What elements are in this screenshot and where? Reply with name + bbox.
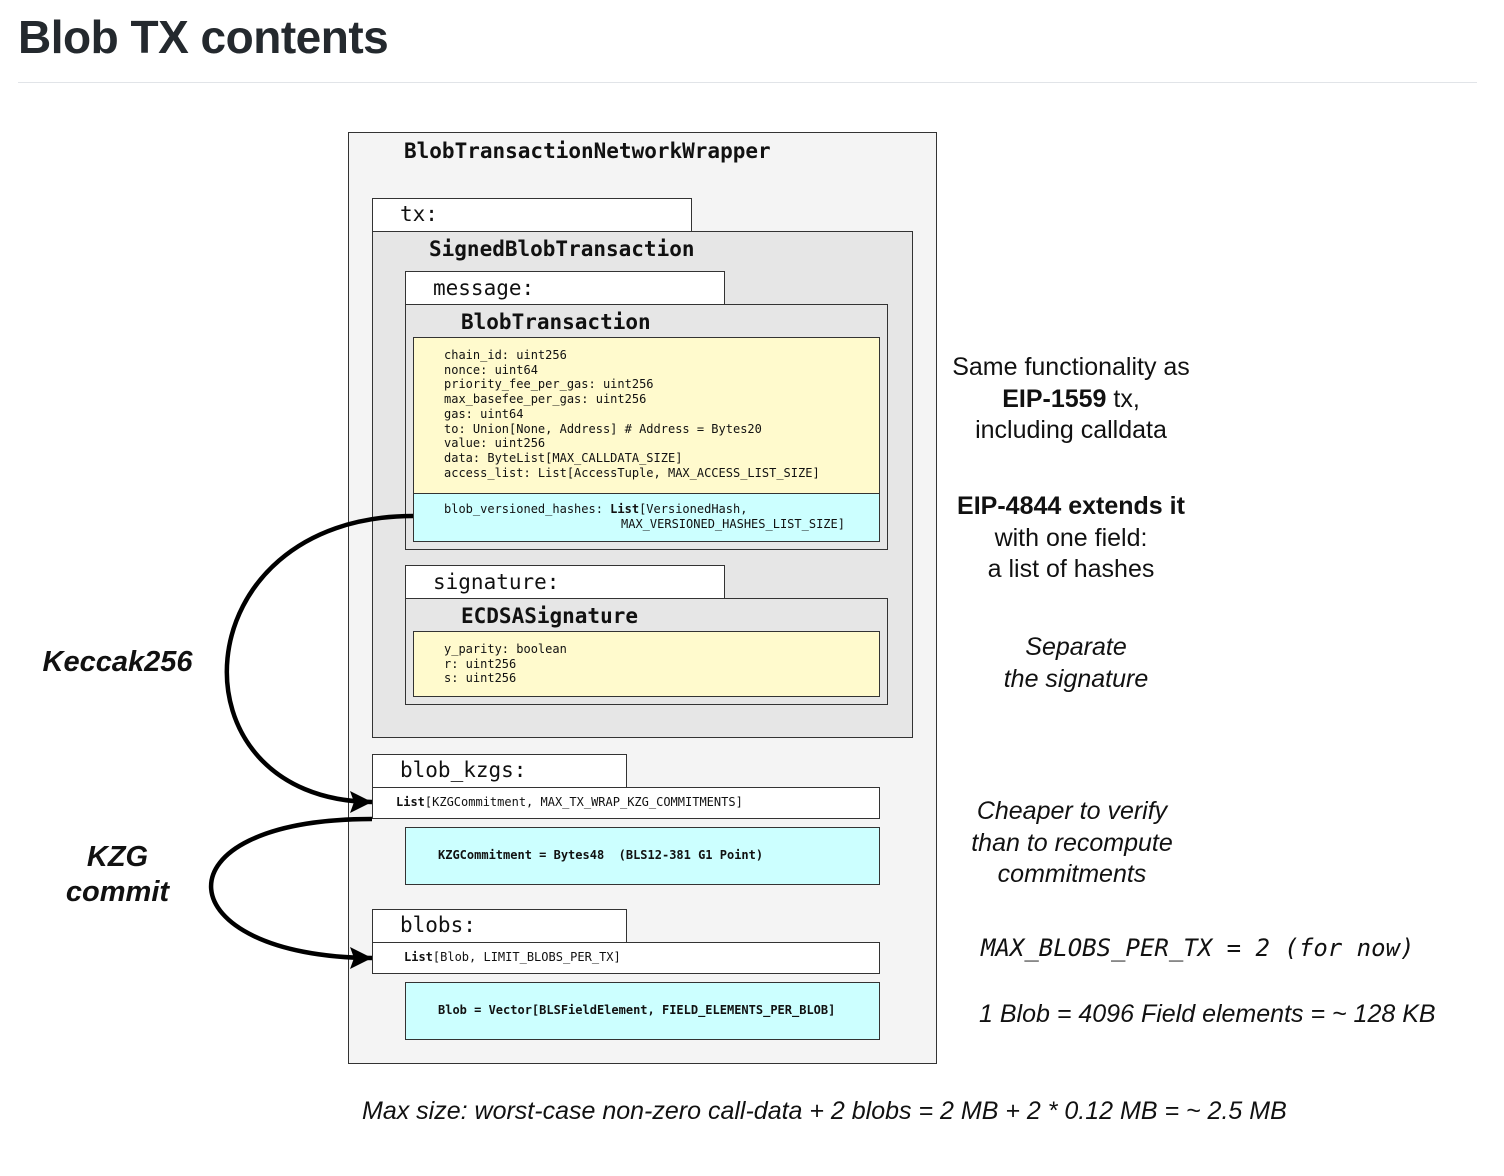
blob-tx-fields-box <box>413 337 880 494</box>
blob-hashes-field-line2: MAX_VERSIONED_HASHES_LIST_SIZE] <box>621 517 845 531</box>
sig-field-line: r: uint256 <box>444 656 517 671</box>
ecdsa-title: ECDSASignature <box>461 604 639 628</box>
kzg-arrow <box>208 816 373 961</box>
blobs-label-box <box>372 909 627 943</box>
ecdsa-fields-box <box>413 631 880 697</box>
blobs-label: blobs: <box>400 913 476 937</box>
blob-def-box <box>405 982 880 1040</box>
wrapper-title: BlobTransactionNetworkWrapper <box>404 139 771 163</box>
note-eip4844-extends: EIP-4844 extends it with one field: a li… <box>957 492 1185 583</box>
kzg-commitment-def: KZGCommitment = Bytes48 (BLS12-381 G1 Po… <box>438 848 764 862</box>
kzg-commitment-box <box>405 827 880 885</box>
signed-tx-title: SignedBlobTransaction <box>429 237 695 261</box>
signature-label-box <box>405 565 725 599</box>
note-same-functionality: Same functionality as EIP-1559 tx, inclu… <box>952 353 1190 444</box>
blob-hashes-field: blob_versioned_hashes: List[VersionedHas… <box>444 502 748 516</box>
blob-kzgs-label: blob_kzgs: <box>400 758 527 782</box>
message-label-box <box>405 271 725 305</box>
kzg-arrowhead <box>350 947 372 969</box>
page-title: Blob TX contents <box>18 11 389 63</box>
note-cheaper-verify: Cheaper to verify than to recompute comm… <box>971 797 1173 888</box>
blobs-list-box <box>372 942 880 974</box>
keccak-arrow <box>224 513 414 805</box>
title-divider <box>18 82 1477 83</box>
note-max-size: Max size: worst-case non-zero call-data … <box>362 1097 1287 1125</box>
msg-field-line: gas: uint64 <box>444 406 524 421</box>
msg-field-line: data: ByteList[MAX_CALLDATA_SIZE] <box>444 450 683 465</box>
msg-field-line: chain_id: uint256 <box>444 348 567 362</box>
keccak-arrowhead <box>350 791 372 813</box>
blob-kzgs-list-box <box>372 787 880 819</box>
blob-kzgs-label-box <box>372 754 627 788</box>
sig-field-line: y_parity: boolean <box>444 642 567 656</box>
blob-def: Blob = Vector[BLSFieldElement, FIELD_ELE… <box>438 1003 836 1017</box>
note-blob-size: 1 Blob = 4096 Field elements = ~ 128 KB <box>979 1000 1436 1028</box>
blob-kzgs-list: List[KZGCommitment, MAX_TX_WRAP_KZG_COMM… <box>396 795 743 809</box>
blob-hashes-box <box>413 493 880 542</box>
blobs-list: List[Blob, LIMIT_BLOBS_PER_TX] <box>404 950 621 964</box>
sig-field-line: s: uint256 <box>444 671 517 686</box>
msg-field-line: value: uint256 <box>444 436 546 451</box>
message-label: message: <box>433 276 535 300</box>
msg-field-line: to: Union[None, Address] # Address = Byt… <box>444 421 762 436</box>
msg-field-line: nonce: uint64 <box>444 362 538 377</box>
tx-label-box <box>372 198 692 232</box>
tx-label: tx: <box>400 202 438 226</box>
keccak-label: Keccak256 <box>42 646 193 678</box>
note-max-blobs: MAX_BLOBS_PER_TX = 2 (for now) <box>981 934 1415 962</box>
note-separate-signature: Separate the signature <box>1003 633 1149 693</box>
blob-tx-title: BlobTransaction <box>461 310 651 334</box>
kzg-label: KZG commit <box>65 841 170 908</box>
msg-field-line: priority_fee_per_gas: uint256 <box>444 377 654 392</box>
signature-label: signature: <box>433 570 560 594</box>
msg-field-line: access_list: List[AccessTuple, MAX_ACCES… <box>444 465 820 480</box>
msg-field-line: max_basefee_per_gas: uint256 <box>444 392 647 407</box>
